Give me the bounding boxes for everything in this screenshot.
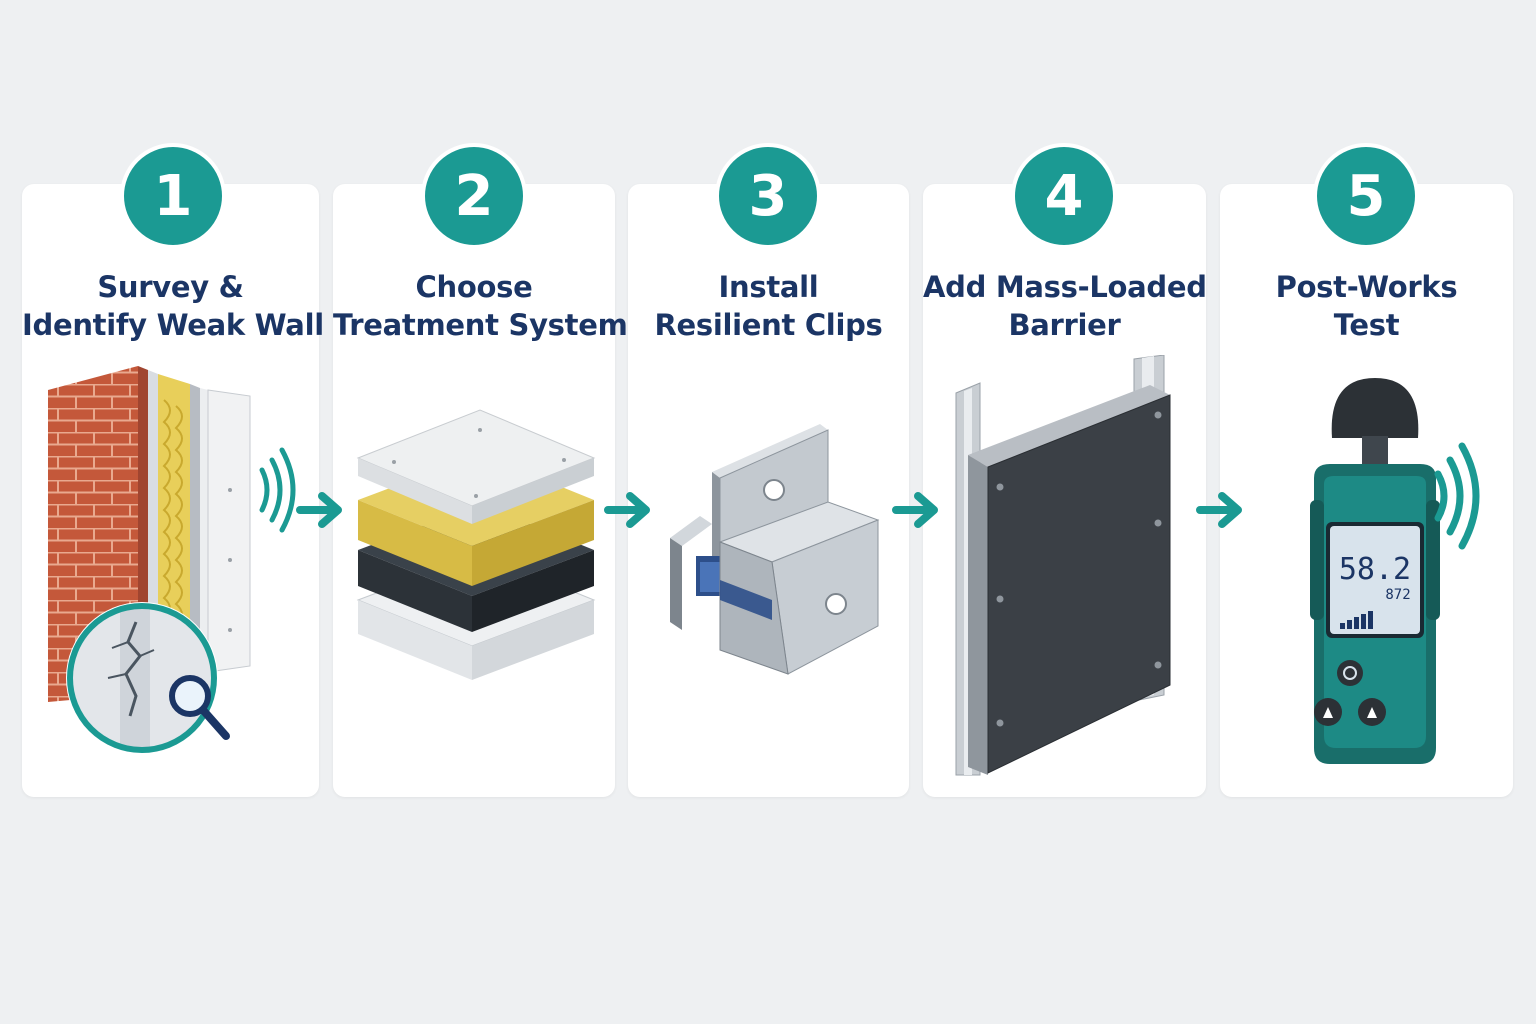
step-title-4: Add Mass-Loaded Barrier (923, 268, 1207, 344)
step-title-3: Install Resilient Clips (628, 268, 909, 344)
step-title-1: Survey & Identify Weak Wall (22, 268, 324, 344)
barrier-panel-icon (955, 355, 1171, 776)
step-title-5: Post-Works Test (1220, 268, 1513, 344)
step-title-2-line1: Choose (415, 270, 533, 304)
layered-panels-icon (356, 409, 596, 680)
arrow-right-icon (604, 492, 650, 528)
step-number-badge-3: 3 (715, 143, 821, 249)
step-number-badge-5: 5 (1313, 143, 1419, 249)
step-title-1-line1: Survey & (97, 270, 244, 304)
step-title-2-line2: Treatment System (333, 308, 628, 342)
step-title-2: Choose Treatment System (333, 268, 628, 344)
step-title-4-line2: Barrier (1008, 308, 1121, 342)
resilient-clip-icon (670, 424, 880, 675)
step-title-1-line2: Identify Weak Wall (22, 308, 324, 342)
step-number-badge-1: 1 (120, 143, 226, 249)
step-title-5-line2: Test (1333, 308, 1400, 342)
wall-section-with-magnifier-icon (48, 366, 296, 754)
step-title-5-line1: Post-Works (1275, 270, 1458, 304)
arrow-right-icon (296, 492, 342, 528)
step-title-3-line2: Resilient Clips (654, 308, 883, 342)
step-number-badge-2: 2 (421, 143, 527, 249)
meter-sub-reading: 872 (1385, 587, 1410, 603)
meter-reading: 58.2 (1339, 552, 1411, 587)
arrow-right-icon (892, 492, 938, 528)
step-title-4-line1: Add Mass-Loaded (923, 270, 1207, 304)
sound-level-meter-icon: 58.2 872 (1310, 378, 1480, 764)
step-number-badge-4: 4 (1011, 143, 1117, 249)
arrow-right-icon (1196, 492, 1242, 528)
step-title-3-line1: Install (718, 270, 819, 304)
